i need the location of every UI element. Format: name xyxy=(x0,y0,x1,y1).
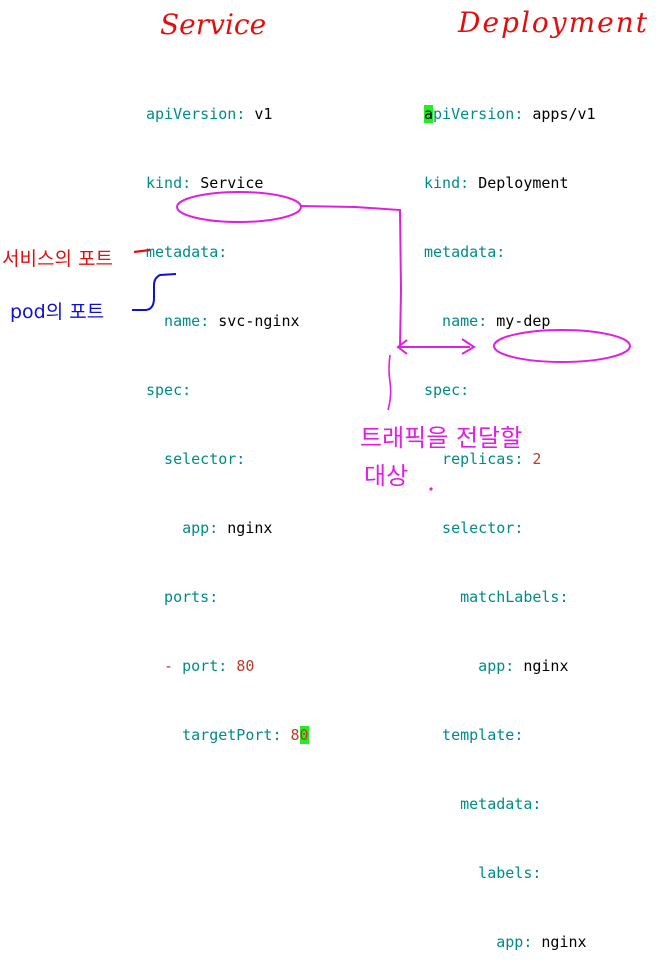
deployment-yaml: apiVersion: apps/v1 kind: Deployment met… xyxy=(424,57,596,977)
service-port-annotation: 서비스의 포트 xyxy=(2,248,113,270)
yaml-line: apiVersion: apps/v1 xyxy=(424,105,596,123)
yaml-line: spec: xyxy=(424,381,470,399)
yaml-line: spec: xyxy=(146,381,192,399)
yaml-line: ports: xyxy=(146,588,219,606)
traffic-target-annotation-2: 대상 xyxy=(364,462,409,490)
arrow-head-left xyxy=(396,339,408,355)
yaml-line: metadata: xyxy=(424,243,506,261)
traffic-pointer xyxy=(387,354,392,411)
deployment-title: Deployment xyxy=(458,6,649,39)
pod-port-annotation: pod의 포트 xyxy=(10,301,105,323)
yaml-line: name: svc-nginx xyxy=(146,312,300,330)
yaml-line: template: xyxy=(424,726,524,744)
yaml-line: app: nginx xyxy=(424,657,569,675)
yaml-line: apiVersion: v1 xyxy=(146,105,273,123)
yaml-line: kind: Service xyxy=(146,174,264,192)
yaml-line: kind: Deployment xyxy=(424,174,569,192)
yaml-line: labels: xyxy=(424,864,542,882)
yaml-line: selector: xyxy=(146,450,246,468)
yaml-line: app: nginx xyxy=(424,933,587,951)
yaml-line: selector: xyxy=(424,519,524,537)
yaml-line: app: nginx xyxy=(146,519,273,537)
traffic-target-annotation: 트래픽을 전달할 xyxy=(360,424,523,452)
yaml-line: metadata: xyxy=(424,795,542,813)
yaml-line: metadata: xyxy=(146,243,228,261)
yaml-line: matchLabels: xyxy=(424,588,569,606)
yaml-line: - port: 80 xyxy=(146,657,255,675)
service-yaml: apiVersion: v1 kind: Service metadata: n… xyxy=(146,57,309,770)
yaml-line: replicas: 2 xyxy=(424,450,542,468)
service-title: Service xyxy=(160,8,267,41)
yaml-line: name: my-dep xyxy=(424,312,551,330)
yaml-line: targetPort: 80 xyxy=(146,726,309,744)
